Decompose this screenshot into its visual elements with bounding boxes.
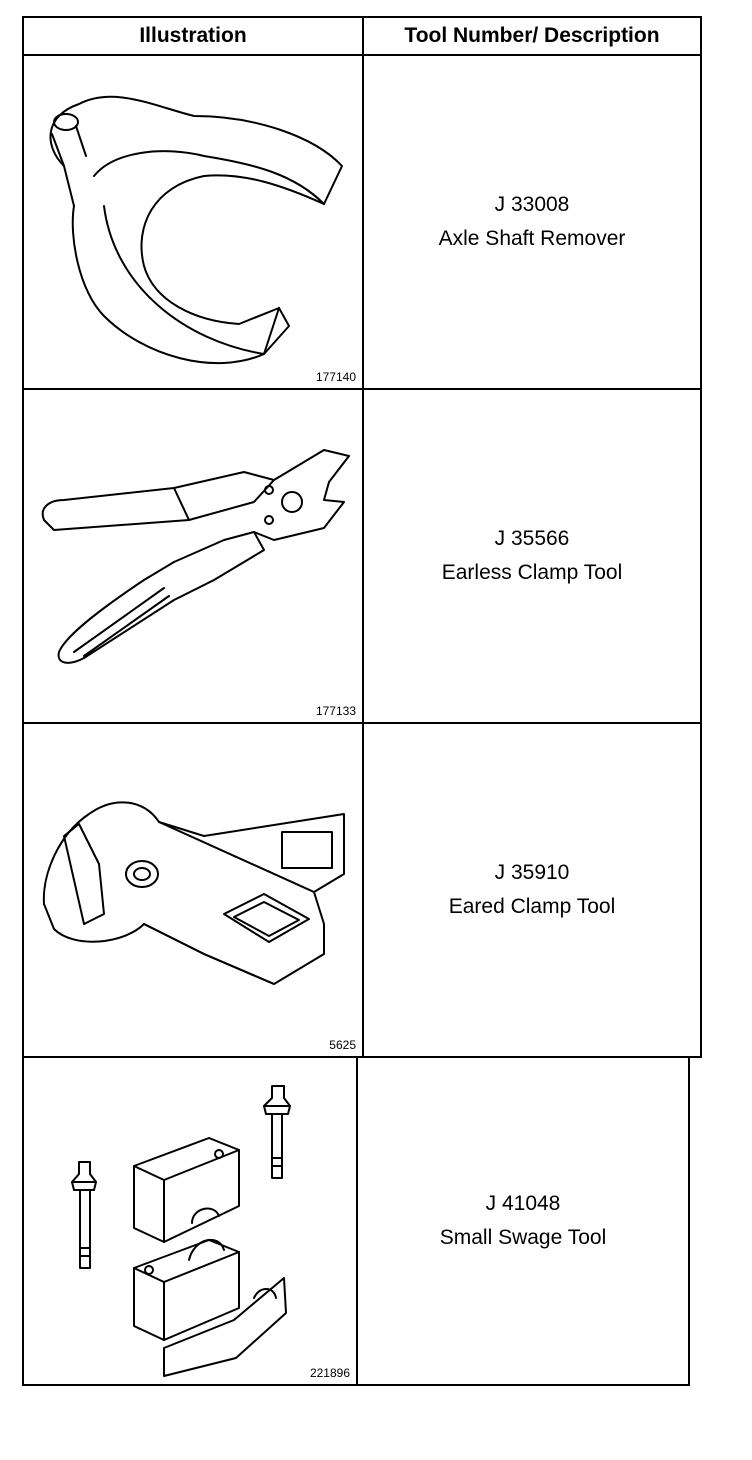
tool-description: Earless Clamp Tool (441, 561, 623, 584)
eared-clamp-tool-drawing (42, 801, 345, 985)
illustration-cell: 221896 (24, 1058, 358, 1384)
description-header: Tool Number/ Description (404, 24, 660, 47)
tool-description: Axle Shaft Remover (438, 227, 626, 250)
earless-clamp-pliers-drawing (41, 449, 350, 664)
description-cell: J 33008 Axle Shaft Remover (364, 56, 700, 388)
table-header-row: Illustration Tool Number/ Description (22, 16, 702, 56)
illustration-cell: 5625 (24, 724, 364, 1056)
table-row: 177133 J 35566 Earless Clamp Tool (22, 390, 702, 724)
tool-number: J 41048 (485, 1192, 561, 1215)
tool-description: Eared Clamp Tool (448, 895, 616, 918)
illustration-cell: 177133 (24, 390, 364, 722)
tool-table: Illustration Tool Number/ Description 17… (22, 16, 702, 1386)
tool-number: J 33008 (494, 193, 570, 216)
table-row: 5625 J 35910 Eared Clamp Tool (22, 724, 702, 1058)
illustration-header: Illustration (24, 18, 364, 54)
description-cell: J 41048 Small Swage Tool (358, 1058, 688, 1384)
tool-number: J 35910 (494, 861, 570, 884)
illustration-cell: 177140 (24, 56, 364, 388)
figure-number: 177140 (315, 370, 356, 384)
table-row: 221896 J 41048 Small Swage Tool (22, 1058, 690, 1386)
tool-number: J 35566 (494, 527, 570, 550)
description-cell: J 35566 Earless Clamp Tool (364, 390, 700, 722)
figure-number: 177133 (315, 704, 356, 718)
small-swage-tool-drawing (71, 1085, 291, 1377)
figure-number: 5625 (329, 1038, 356, 1052)
tool-description: Small Swage Tool (439, 1226, 607, 1249)
description-cell: J 35910 Eared Clamp Tool (364, 724, 700, 1056)
figure-number: 221896 (309, 1366, 350, 1380)
table-row: 177140 J 33008 Axle Shaft Remover (22, 56, 702, 390)
axle-shaft-remover-drawing (49, 95, 343, 365)
